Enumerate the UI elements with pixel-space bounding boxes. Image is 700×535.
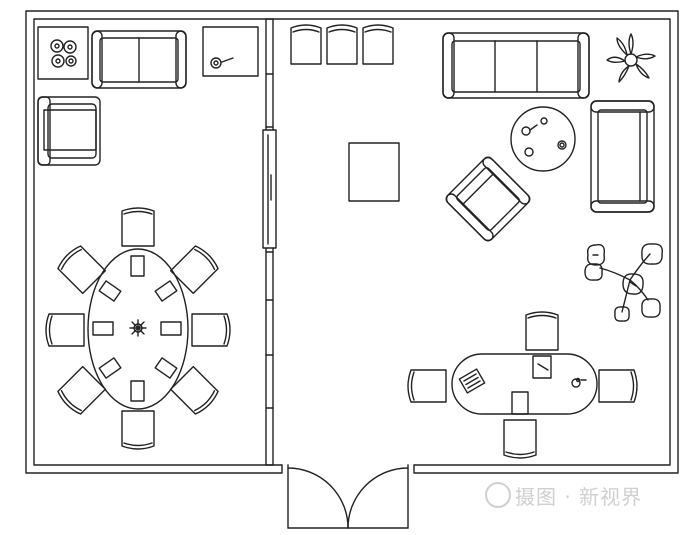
desk-chairs bbox=[407, 311, 638, 459]
side-table-with-phone bbox=[202, 26, 259, 77]
double-door bbox=[287, 464, 409, 529]
dining-table-oval bbox=[87, 248, 189, 410]
branch-plant bbox=[584, 243, 663, 322]
walls bbox=[25, 10, 679, 476]
plant-box bbox=[37, 26, 89, 80]
palm-plant bbox=[606, 33, 656, 83]
armchair-left bbox=[37, 96, 101, 166]
watermark-text: 摄图 · 新视界 bbox=[515, 485, 643, 509]
desk-oval bbox=[451, 353, 598, 415]
tablet bbox=[458, 368, 486, 394]
shetu-logo-icon bbox=[485, 482, 511, 508]
sofa-three-seat bbox=[442, 32, 590, 99]
waiting-chairs-row bbox=[290, 24, 394, 65]
watermark: 摄图 · 新视界 bbox=[485, 481, 642, 510]
partition-wall bbox=[262, 18, 277, 466]
round-coffee-table bbox=[510, 106, 576, 172]
center-rug bbox=[348, 142, 400, 202]
sofa-two-seat bbox=[91, 30, 187, 89]
armchair-right bbox=[590, 100, 655, 213]
dining-chairs bbox=[45, 207, 231, 450]
armchair-angled bbox=[445, 156, 531, 242]
